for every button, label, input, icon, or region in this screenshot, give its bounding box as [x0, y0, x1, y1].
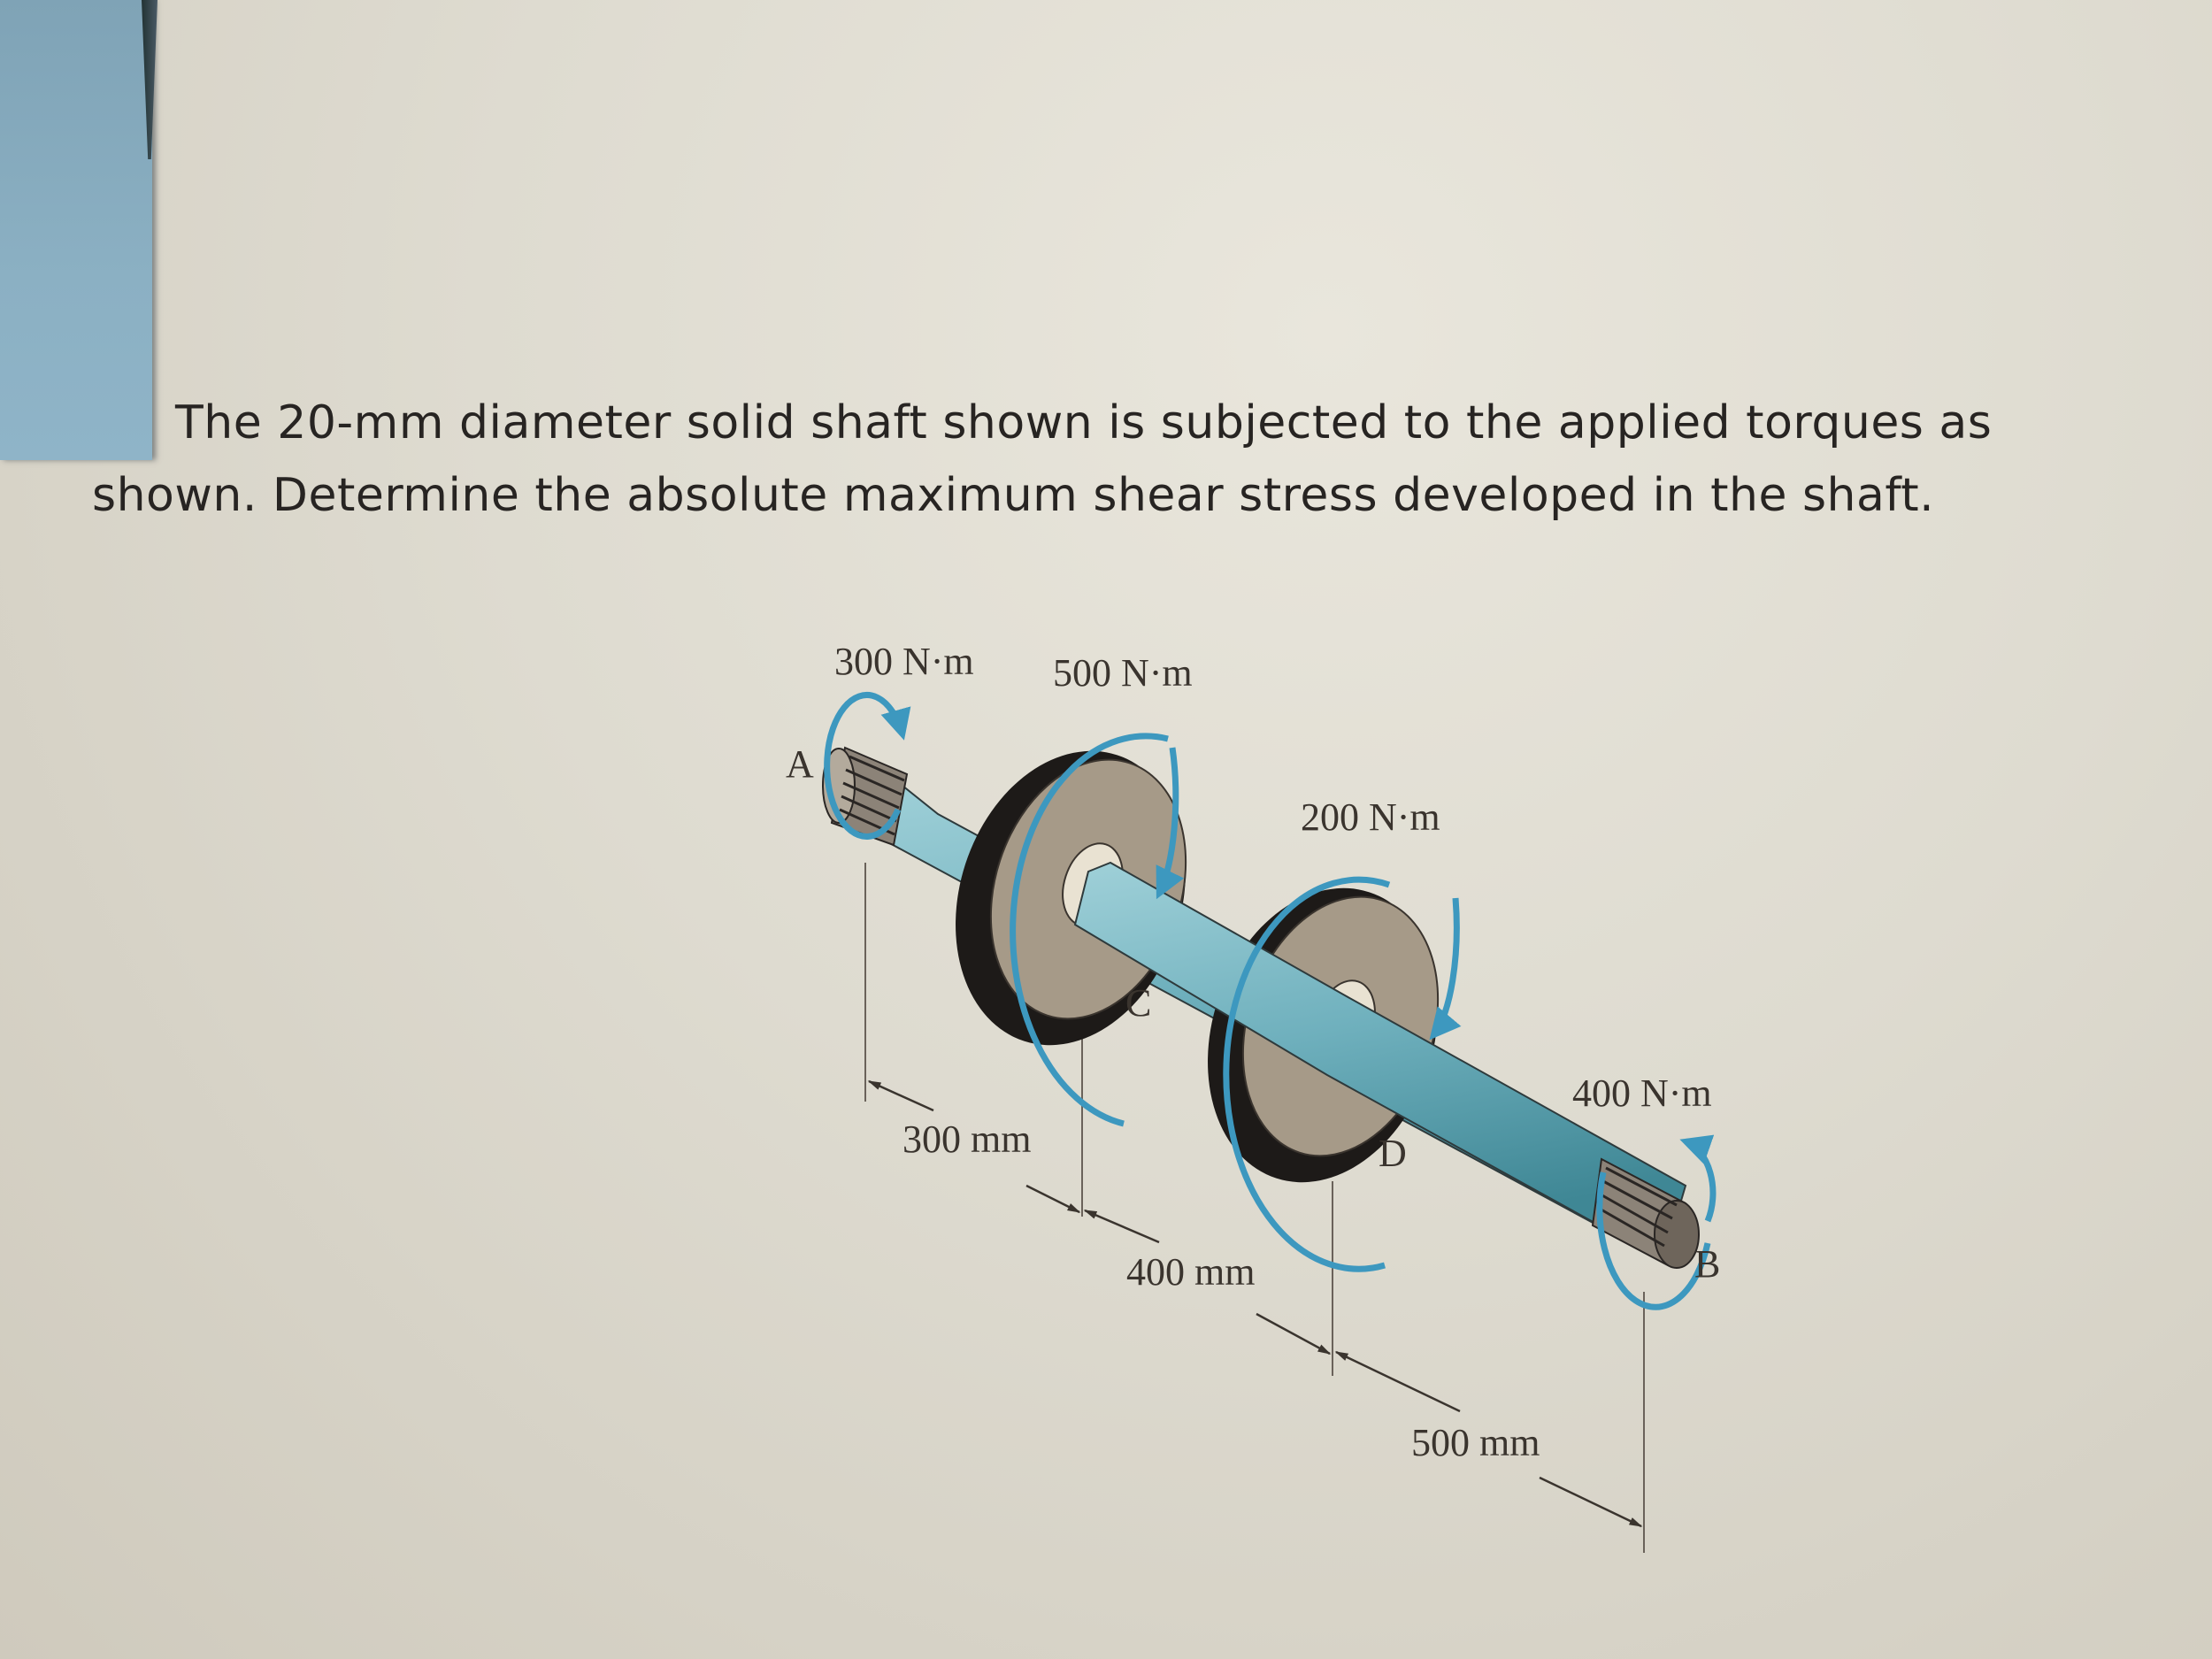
- point-label-b: B: [1694, 1242, 1721, 1286]
- point-label-a: A: [786, 742, 814, 786]
- dimension-lines: [867, 1079, 1643, 1528]
- torque-arrow-d: [1223, 876, 1456, 1272]
- dimension-label-cd: 400 mm: [1126, 1250, 1256, 1294]
- torque-arrows: [824, 691, 1717, 1310]
- point-label-d: D: [1379, 1132, 1407, 1175]
- problem-statement-line-2: shown. Determine the absolute maximum sh…: [92, 469, 1935, 522]
- torque-arrow-c: [1010, 733, 1176, 1127]
- torque-label-c: 500 N·m: [1053, 651, 1193, 695]
- torque-arrow-a: [824, 691, 911, 840]
- torque-label-d: 200 N·m: [1301, 795, 1440, 839]
- spline-end-b: [1591, 1157, 1700, 1269]
- spline-end-a: [822, 746, 909, 847]
- torque-arrow-b: [1596, 1141, 1717, 1310]
- torque-label-a: 300 N·m: [834, 640, 974, 683]
- blue-paper-tab: [0, 0, 152, 460]
- dimension-label-db: 500 mm: [1411, 1421, 1540, 1464]
- point-label-c: C: [1125, 981, 1152, 1025]
- problem-statement-line-1: The 20-mm diameter solid shaft shown is …: [175, 396, 1993, 449]
- dimension-label-ac: 300 mm: [902, 1118, 1032, 1161]
- torque-label-b: 400 N·m: [1572, 1071, 1712, 1115]
